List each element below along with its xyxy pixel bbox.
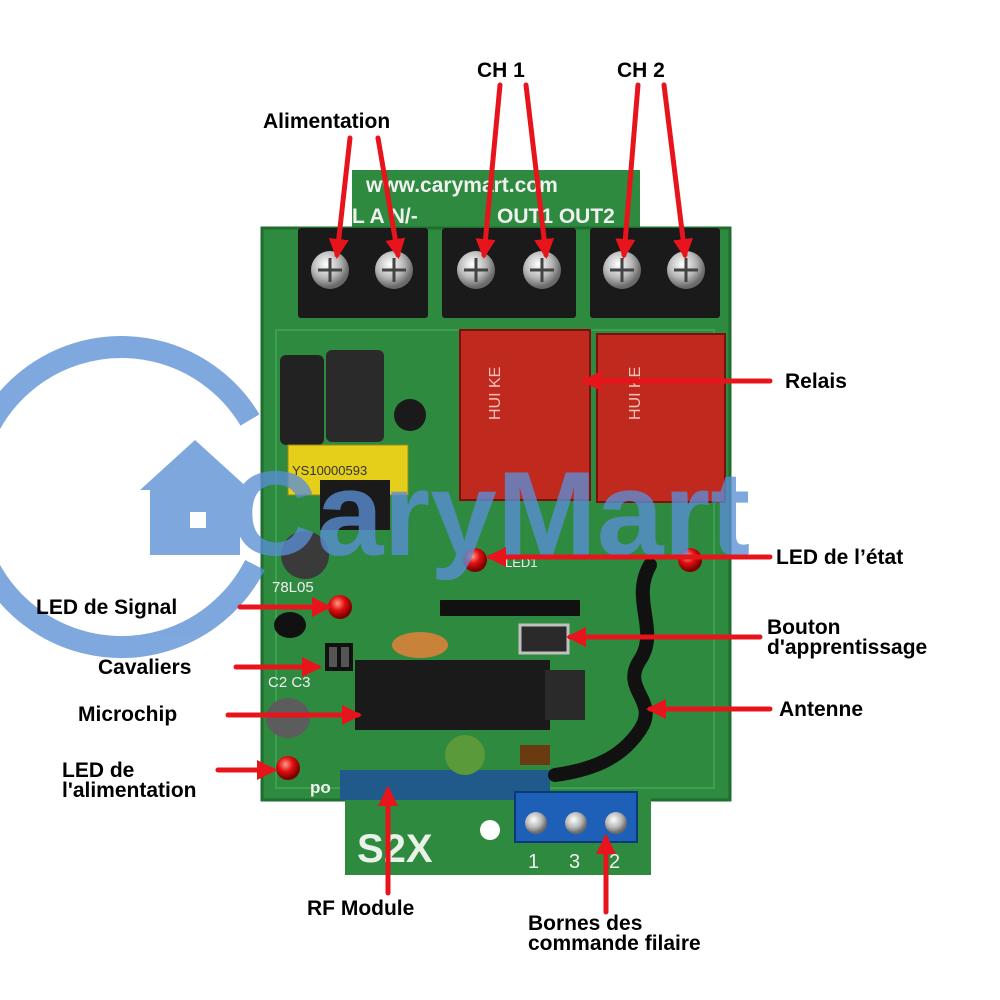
relay2-silkscreen: HUI KE [627,367,644,420]
wired-terminal-number-2: 3 [569,851,580,873]
microchip [355,660,585,730]
wired-terminal-block: 1 3 2 [514,791,638,873]
callout-arrows [215,82,773,915]
relay1-silkscreen: HUI KE [487,367,504,420]
label-cavaliers: Cavaliers [98,656,192,679]
label-led-alim-line2: l'alimentation [62,779,197,802]
ch2-terminal-block [590,228,720,318]
power-silkscreen: po [310,778,331,797]
label-antenne: Antenne [779,698,863,721]
ch1-terminal-block [442,228,576,318]
model-silkscreen: S2X [357,827,433,871]
terminal-silkscreen-right: OUT1 OUT2 [497,205,615,228]
label-rf-module: RF Module [307,897,415,920]
leds [276,548,702,780]
label-alimentation: Alimentation [263,110,391,133]
power-terminal-block [298,228,428,318]
label-relais: Relais [785,370,847,393]
label-led-signal: LED de Signal [36,596,178,619]
watermark-text: CaryMart [230,447,750,581]
label-led-etat: LED de l’état [776,546,904,569]
antenna [548,558,657,782]
label-bornes-line2: commande filaire [528,932,701,955]
label-bouton-line1: Bouton [767,616,841,639]
regulator-silkscreen: 78L05 [272,579,314,596]
power-components: YS10000593 [274,350,426,638]
pin-header [440,600,580,616]
label-bornes-line1: Bornes des [528,912,643,935]
label-ch2: CH 2 [617,59,665,82]
wired-terminal-number-3: 2 [609,851,620,873]
cap-silkscreen: C2 C3 [268,674,311,691]
relays: HUI KE HUI KE [459,329,726,503]
label-microchip: Microchip [78,703,178,726]
label-ch1: CH 1 [477,59,525,82]
jumpers [325,643,353,671]
learning-button [518,623,570,655]
terminal-silkscreen-left: L A N/- [352,205,418,228]
wired-terminal-number-1: 1 [528,851,539,873]
inductor-silkscreen: YS10000593 [292,463,367,478]
label-led-alim-line1: LED de [62,759,135,782]
label-bouton-line2: d'apprentissage [767,636,928,659]
url-silkscreen: www.carymart.com [365,174,558,197]
